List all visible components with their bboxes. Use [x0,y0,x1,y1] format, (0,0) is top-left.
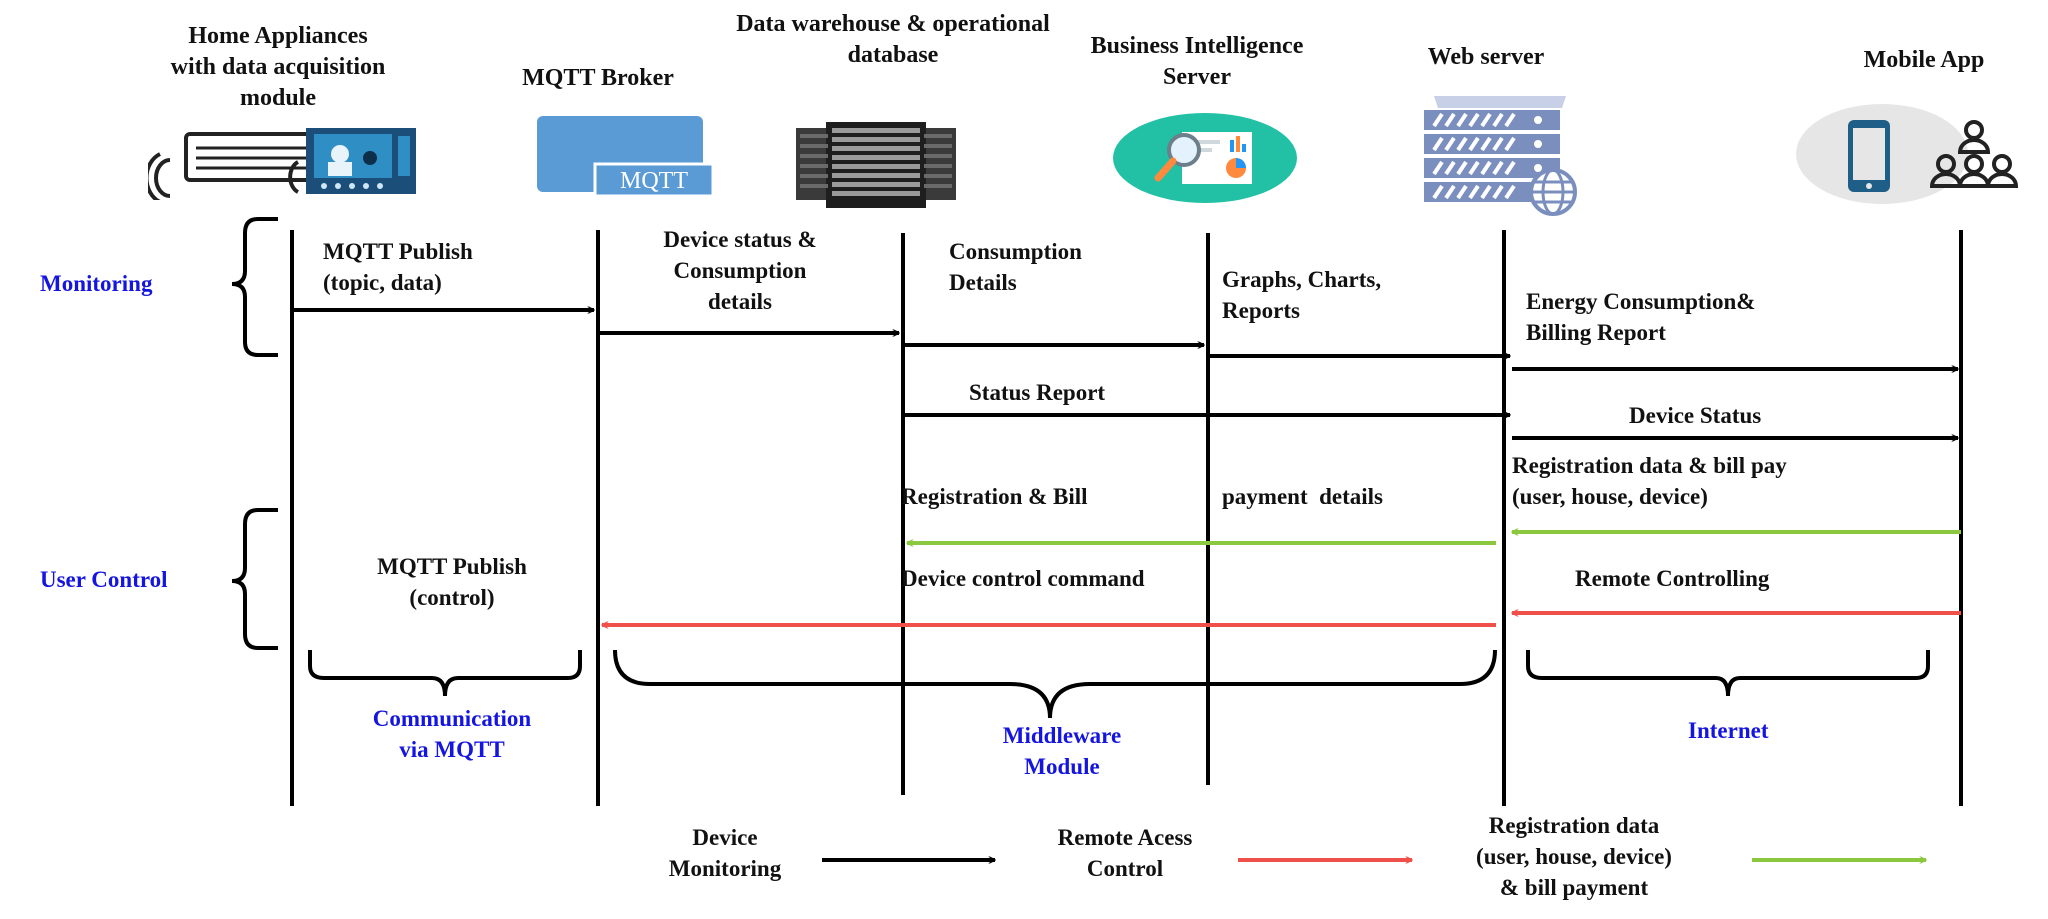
message-label-line: Consumption [949,239,1082,264]
message-label-line: Details [949,270,1017,295]
message-label-m5: Energy Consumption& Billing Report [1526,286,1755,348]
message-label-m4: Graphs, Charts, Reports [1222,264,1381,326]
message-label-line: (topic, data) [323,270,442,295]
message-label-m7: Device Status [1629,403,1762,428]
message-label-line: Energy Consumption& [1526,289,1756,314]
actor-label-line: Data warehouse & operational [736,11,1050,37]
message-label-line: Consumption [673,258,807,283]
actor-label-mqtt-broker: MQTT Broker [522,63,674,94]
legend-label-line: & bill payment [1499,875,1649,900]
section-label-line: via MQTT [399,737,505,762]
section-label-communication: Communication via MQTT [373,703,531,765]
message-label-line: Device status & [663,227,817,252]
message-label-m10: Remote Controlling [1575,566,1770,591]
actor-label-home-appliances: Home Appliances with data acquisition mo… [171,21,386,114]
actor-label-bi-server: Business Intelligence Server [1091,31,1304,93]
web-server-icon [1424,96,1577,216]
message-label-line: MQTT Publish [323,239,473,264]
legend-label-line: (user, house, device) [1476,844,1672,869]
message-label-m2: Device status & Consumption details [663,224,816,317]
message-label-line: details [708,289,772,314]
message-label-line: Graphs, Charts, [1222,267,1382,292]
actor-label-line: Home Appliances [188,23,368,49]
message-label-m6: Status Report [969,380,1106,405]
brace-communication [308,650,582,697]
section-label-line: Module [1024,754,1100,779]
message-label-line: Reports [1222,298,1300,323]
actor-label-line: module [239,85,316,111]
brace-internet [1526,650,1930,697]
section-label-monitoring: Monitoring [40,271,153,296]
message-label-m9b: payment details [1222,484,1383,509]
message-label-line: Billing Report [1526,320,1666,345]
mqtt-broker-icon: MQTT [537,116,715,198]
actor-label-line: Business Intelligence [1090,33,1304,59]
legend-label-line: Monitoring [668,856,782,881]
actor-label-line: database [847,42,939,68]
message-label-line: Registration data & bill pay [1512,453,1787,478]
actor-label-web-server: Web server [1428,42,1545,73]
section-label-line: Middleware [1002,723,1122,748]
message-label-m11: Device control command [901,566,1145,591]
message-label-line: MQTT Publish [377,554,527,579]
mobile-users-icon [1796,104,2019,204]
message-label-m8: Registration data & bill pay (user, hous… [1512,450,1787,512]
actor-label-mobile-app: Mobile App [1864,45,1985,76]
message-label-line: (user, house, device) [1512,484,1708,509]
mqtt-icon-text: MQTT [620,168,688,194]
message-label-line: (control) [409,585,495,610]
brace-user-control [231,508,278,650]
message-label-m12: MQTT Publish (control) [377,551,527,613]
brace-middleware [613,649,1497,719]
brace-monitoring [231,217,278,357]
message-label-m3: Consumption Details [949,236,1082,298]
actor-label-line: Server [1163,64,1231,90]
section-label-line: Communication [372,706,532,731]
legend-label-registration: Registration data (user, house, device) … [1476,810,1672,903]
bi-analytics-icon [1113,113,1297,203]
message-label-m1: MQTT Publish (topic, data) [323,236,473,298]
section-label-user-control: User Control [40,567,168,592]
actor-label-line: Web server [1427,44,1545,70]
section-label-internet: Internet [1688,718,1769,743]
actor-label-line: with data acquisition [170,54,386,80]
server-rack-icon [796,122,956,208]
actor-label-line: Mobile App [1863,47,1985,73]
legend-label-line: Remote Acess [1057,825,1193,850]
section-label-middleware: Middleware Module [1003,720,1121,782]
legend-label-control: Remote Acess Control [1058,822,1193,884]
message-label-m9: Registration & Bill [901,484,1088,509]
actor-label-line: MQTT Broker [522,65,674,91]
legend-label-line: Registration data [1488,813,1660,838]
legend-label-line: Control [1086,856,1164,881]
legend-label-monitor: Device Monitoring [669,822,781,884]
legend-label-line: Device [692,825,758,850]
home-appliance-icon [148,128,416,200]
actor-label-data-warehouse: Data warehouse & operational database [736,9,1050,71]
